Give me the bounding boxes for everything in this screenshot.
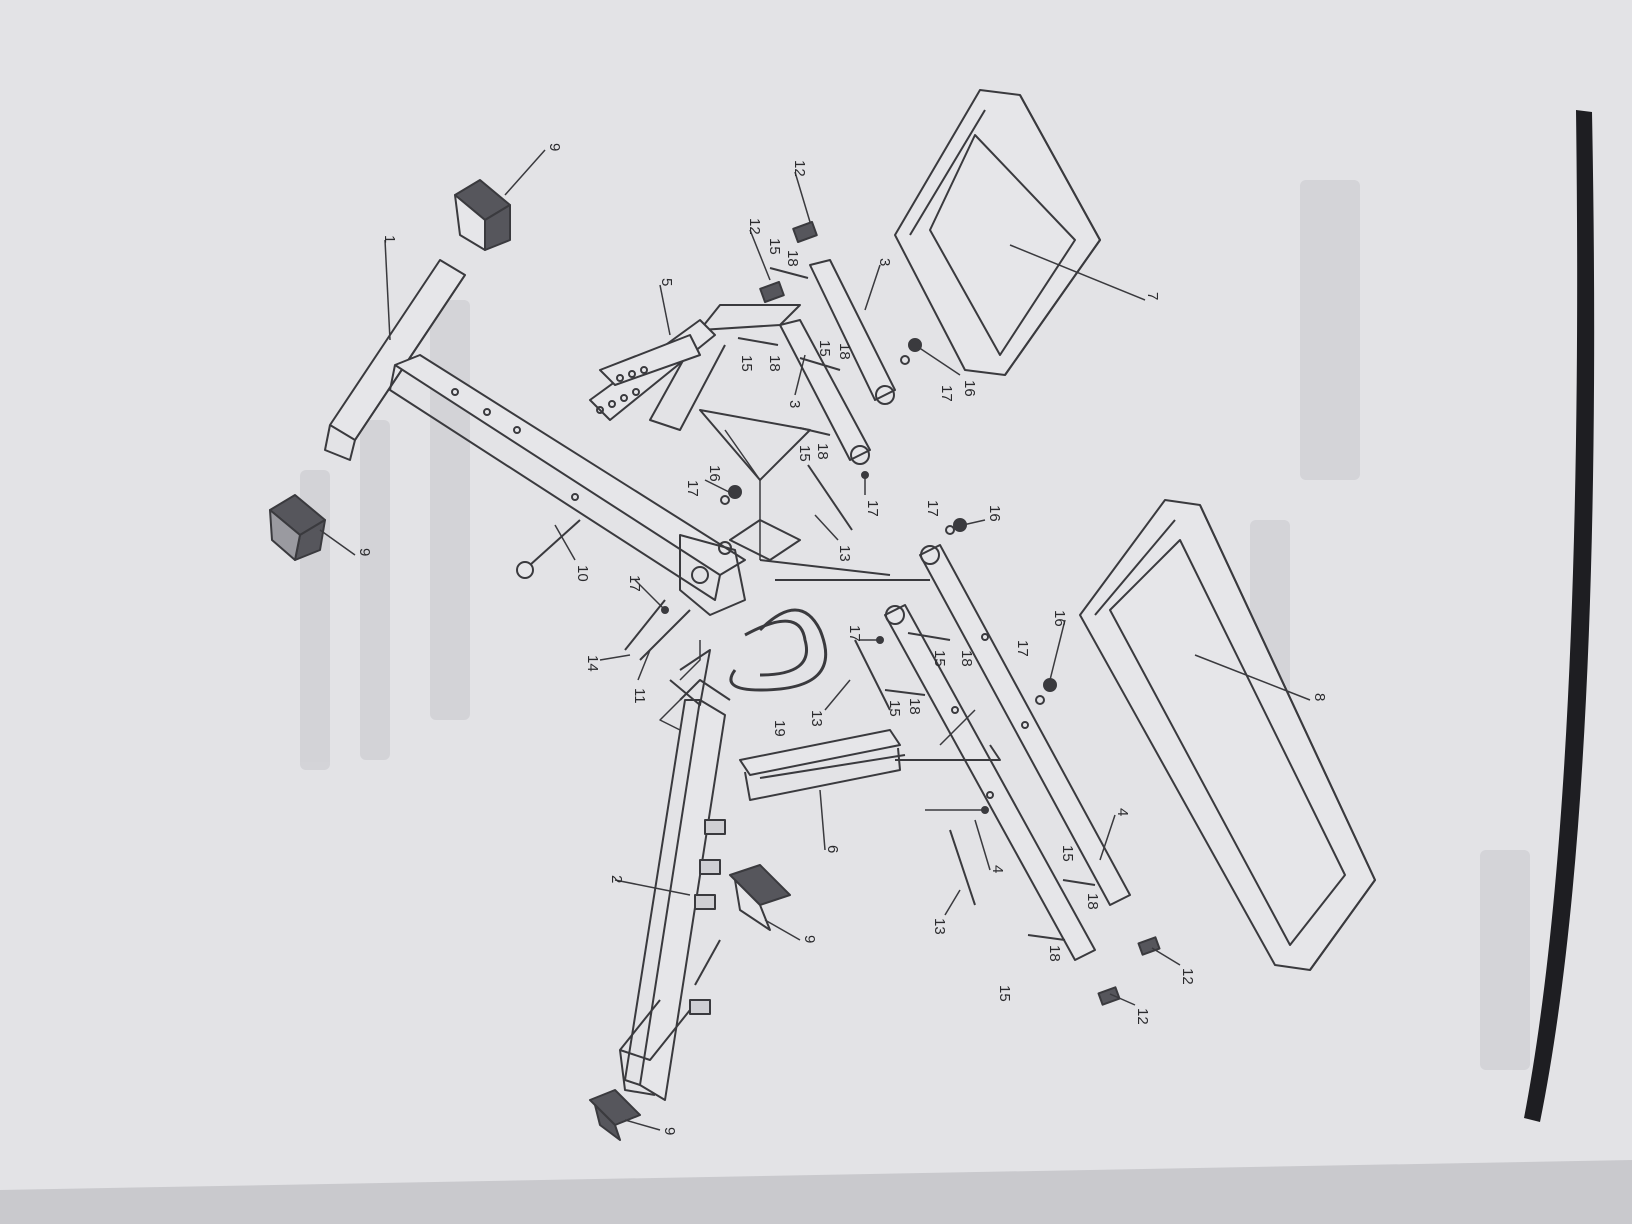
callout-8: 8 bbox=[1311, 693, 1328, 701]
callout-16b: 16 bbox=[706, 465, 723, 482]
callout-18e: 18 bbox=[958, 650, 975, 667]
part-3-seat-brackets bbox=[649, 259, 896, 576]
callout-2: 2 bbox=[608, 875, 625, 883]
callout-15a: 15 bbox=[766, 238, 783, 255]
part-1-front-stabilizer bbox=[324, 259, 466, 461]
callout-17f: 17 bbox=[846, 625, 863, 642]
callout-17c: 17 bbox=[864, 500, 881, 517]
part-2-rear-frame bbox=[619, 649, 731, 1101]
callout-15e: 15 bbox=[931, 650, 948, 667]
callout-18b: 18 bbox=[766, 355, 783, 372]
callout-12c: 12 bbox=[1179, 968, 1196, 985]
part-19-u-handle bbox=[729, 608, 828, 692]
leader-lines bbox=[319, 149, 1311, 1131]
callout-13a: 13 bbox=[836, 545, 853, 562]
callout-13c: 13 bbox=[931, 918, 948, 935]
callout-18g: 18 bbox=[1084, 893, 1101, 910]
callout-5: 5 bbox=[658, 278, 675, 286]
callout-16d: 16 bbox=[1051, 610, 1068, 627]
part-6-seat-support bbox=[739, 729, 906, 801]
part-4-seat-rails bbox=[775, 544, 1131, 961]
callout-6: 6 bbox=[824, 845, 841, 853]
callout-7: 7 bbox=[1144, 292, 1161, 300]
callout-9d: 9 bbox=[661, 1127, 678, 1135]
callout-15f: 15 bbox=[886, 700, 903, 717]
callout-17e: 17 bbox=[626, 575, 643, 592]
callout-18a: 18 bbox=[784, 250, 801, 267]
callout-15b: 15 bbox=[738, 355, 755, 372]
callout-15d: 15 bbox=[796, 445, 813, 462]
callout-17b: 17 bbox=[684, 480, 701, 497]
callout-19: 19 bbox=[771, 720, 788, 737]
part-11-14-axles bbox=[624, 599, 691, 661]
callout-17d: 17 bbox=[924, 500, 941, 517]
callout-4b: 4 bbox=[989, 865, 1006, 873]
paper-shadow bbox=[0, 1160, 1632, 1224]
bolts-15-18 bbox=[737, 267, 1096, 941]
main-beam bbox=[389, 354, 746, 616]
callout-18c: 18 bbox=[836, 343, 853, 360]
part-9-end-caps bbox=[269, 179, 791, 1141]
callout-13b: 13 bbox=[808, 710, 825, 727]
callout-15h: 15 bbox=[996, 985, 1013, 1002]
callout-3b: 3 bbox=[786, 400, 803, 408]
parts bbox=[269, 89, 1376, 1141]
callout-15c: 15 bbox=[816, 340, 833, 357]
callout-14: 14 bbox=[584, 655, 601, 672]
callout-1: 1 bbox=[381, 235, 398, 243]
callout-12a: 12 bbox=[791, 160, 808, 177]
callout-17a: 17 bbox=[938, 385, 955, 402]
callout-3a: 3 bbox=[876, 258, 893, 266]
callout-9a: 9 bbox=[546, 143, 563, 151]
callout-12b: 12 bbox=[746, 218, 763, 235]
frame-outline-lines bbox=[659, 429, 976, 746]
callout-4a: 4 bbox=[1114, 808, 1131, 816]
callout-9c: 9 bbox=[801, 935, 818, 943]
callout-18h: 18 bbox=[1046, 945, 1063, 962]
callout-16a: 16 bbox=[961, 380, 978, 397]
part-7-back-cushion bbox=[894, 89, 1101, 376]
callout-9b: 9 bbox=[356, 548, 373, 556]
part-10-pop-pin bbox=[516, 519, 581, 579]
part-13-pins bbox=[807, 464, 976, 906]
callout-labels: 1 2 3 3 4 4 5 6 7 8 9 9 9 9 10 11 12 12 … bbox=[356, 143, 1328, 1135]
part-12-small-caps bbox=[759, 221, 1161, 1006]
margin-bar bbox=[1524, 110, 1595, 1122]
callout-12d: 12 bbox=[1134, 1008, 1151, 1025]
callout-15g: 15 bbox=[1059, 845, 1076, 862]
callout-10: 10 bbox=[574, 565, 591, 582]
callout-11: 11 bbox=[631, 688, 648, 704]
callout-18d: 18 bbox=[814, 443, 831, 460]
part-5-adjustment-bracket bbox=[589, 319, 716, 421]
callout-17g: 17 bbox=[1014, 640, 1031, 657]
callout-18f: 18 bbox=[906, 698, 923, 715]
part-8-main-cushion bbox=[1079, 499, 1376, 971]
callout-16c: 16 bbox=[986, 505, 1003, 522]
